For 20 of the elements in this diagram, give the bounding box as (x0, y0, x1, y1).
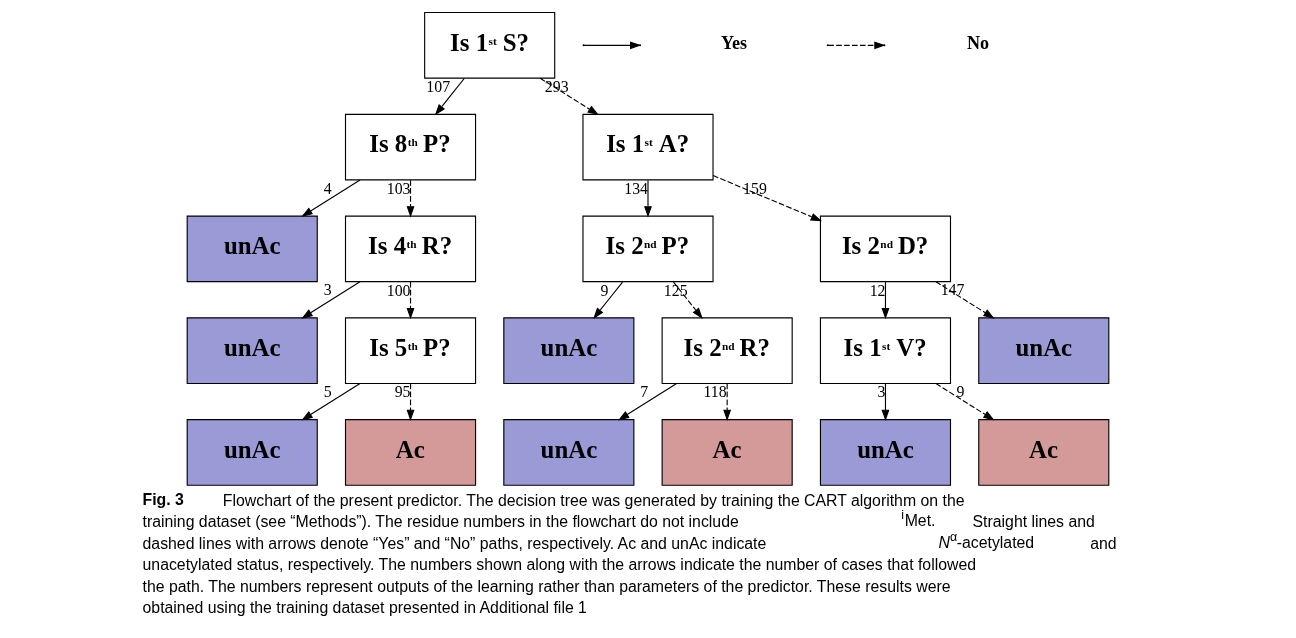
edge-label: 3 (323, 281, 332, 299)
legend-label: Yes (720, 32, 748, 53)
edge-label: 159 (743, 179, 767, 197)
edge-label: 125 (663, 281, 688, 299)
edge-label: 107 (426, 77, 451, 95)
caption: Fig. 3 Flowchart of the present predictor. The decision tree was generated by training the CART algorithm on the training dataset (see “Methods”). The residue numbers in the flowchart do not include $^{i}$Met. Straight lines and dashed lines with arrows denote “Yes” and “No” paths, respectively. Ac and unAc indicate N$^{α}$-acetylated and unacetylated status, respectively. The numbers shown along with the arrows indicate the number of cases that followed the path. The numbers represent outputs of the learning rather than parameters of the predictor. These results were obtained using the training dataset presented in Additional file 1 (142, 490, 1117, 617)
edge-label: 103 (386, 179, 411, 197)
edge-label: 3 (877, 383, 886, 401)
edge-label: 9 (956, 383, 965, 401)
edge-label: 95 (394, 383, 411, 401)
edge-label: 5 (323, 383, 332, 401)
edge-label: 12 (869, 281, 886, 299)
edge-label: 118 (703, 383, 727, 401)
legend-label: No (966, 32, 989, 53)
edge-label: 7 (640, 383, 649, 401)
edge-label: 293 (544, 77, 569, 95)
edge-label: 9 (600, 281, 609, 299)
edge-label: 100 (386, 281, 411, 299)
edge-label: 4 (323, 179, 332, 197)
edge-label: 147 (940, 281, 965, 299)
